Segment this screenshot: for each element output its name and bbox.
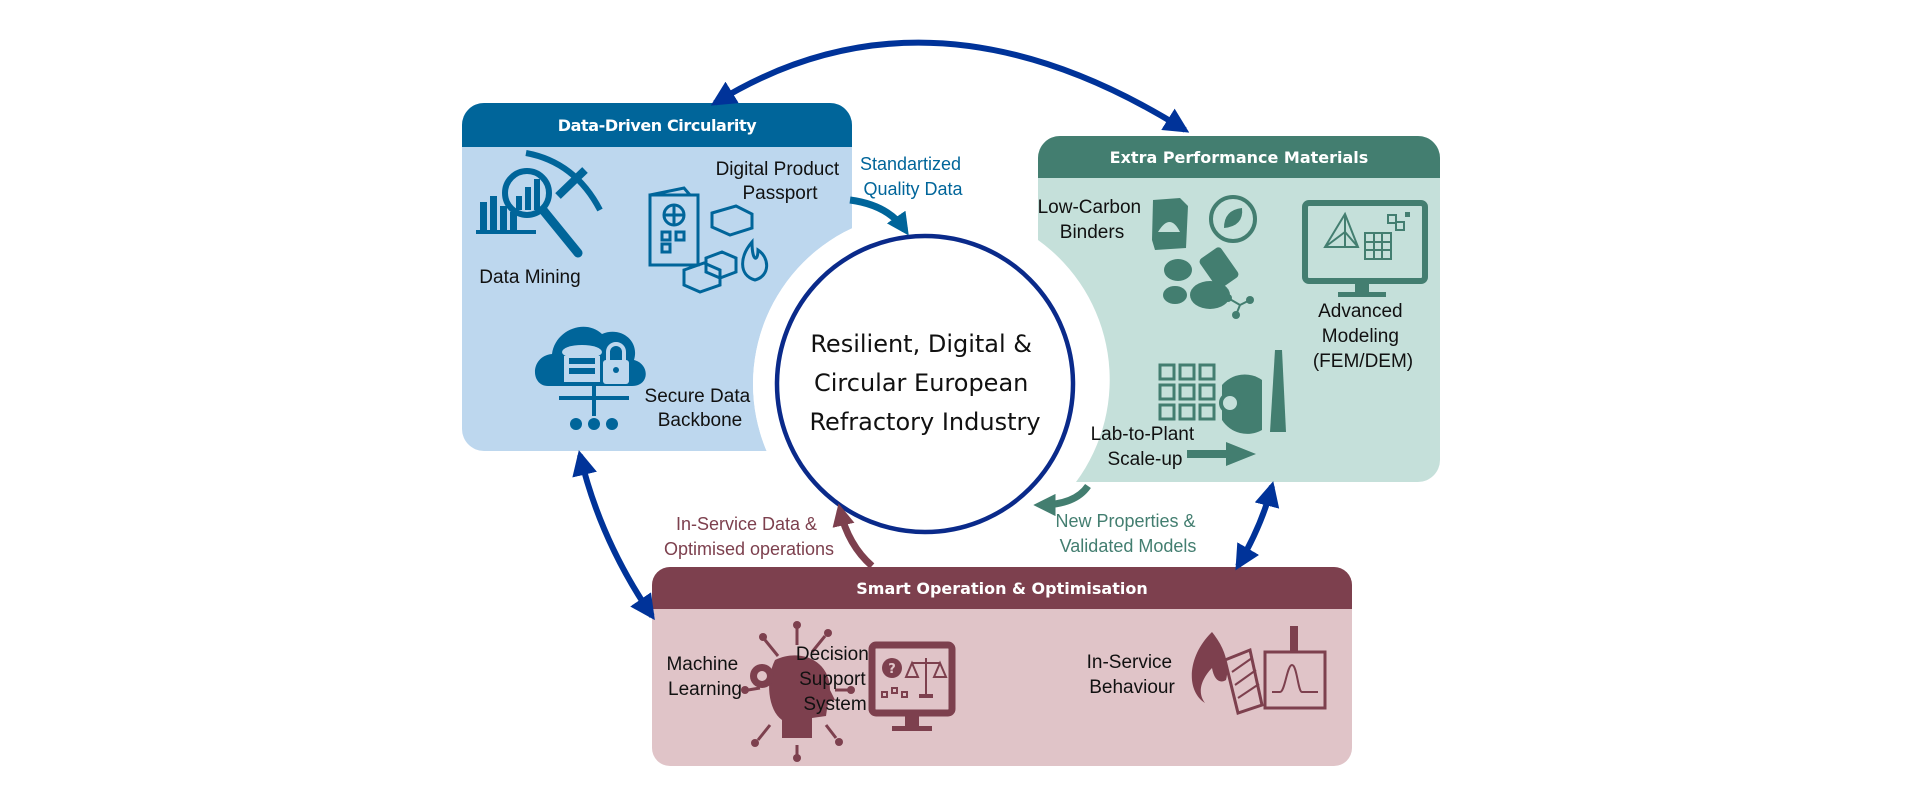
item-label-data-mining: Data Mining [479,267,580,288]
flow-label-in-service-data: In-Service Data & Optimised operations [664,514,834,559]
flow-label-standardized-quality-data: Standartized Quality Data [860,154,966,199]
item-label-low-carbon-binders: Low-Carbon Binders [1038,197,1147,243]
item-label-digital-product-passport: Digital Product Passport [716,159,845,204]
panel-body [652,567,1352,766]
item-label-lab-to-plant: Lab-to-Plant Scale-up [1091,424,1200,470]
decision-monitor-icon: ? [868,641,956,731]
panel-title: Data-Driven Circularity [558,116,758,135]
flame-icon [741,237,769,282]
flow-arrow-in-service [832,503,875,569]
item-label-secure-data-backbone: Secure Data Backbone [645,386,756,431]
cycle-arrow-green-red [1235,481,1280,571]
panel-title: Extra Performance Materials [1110,148,1369,167]
center-title: Resilient, Digital & Circular European R… [809,330,1040,436]
furnace-monitor-icon [1191,626,1327,715]
flow-arrow-standardized [849,196,909,236]
passport-icon [648,186,700,267]
brick-icon [682,204,754,294]
item-label-in-service-behaviour: In-Service Behaviour [1087,652,1178,698]
item-label-decision-support: Decision Support System [796,644,874,715]
panel-header [652,567,1352,609]
data-mining-icon [476,150,603,258]
center-circle [774,233,1076,535]
ai-head-icon [741,621,855,762]
flow-arrow-new-properties [1033,483,1091,517]
item-label-advanced-modeling: Advanced Modeling (FEM/DEM) [1313,301,1413,372]
panel-smart-operation: ? Smart Operation & Optimisation Machine… [652,567,1352,766]
svg-text:?: ? [888,662,896,677]
scale-up-icon [1158,350,1286,466]
panel-header [1038,136,1440,178]
panel-title: Smart Operation & Optimisation [856,579,1147,598]
flow-label-new-properties: New Properties & Validated Models [1055,511,1200,556]
secure-cloud-database-icon [534,326,646,430]
binders-icon [1152,195,1257,319]
cycle-arrow-red-blue [572,450,655,621]
modeling-monitor-icon [1302,200,1428,297]
item-label-machine-learning: Machine Learning [666,654,743,700]
center-hub: Resilient, Digital & Circular European R… [774,233,1076,535]
cycle-arrow-blue-green [710,39,1190,133]
